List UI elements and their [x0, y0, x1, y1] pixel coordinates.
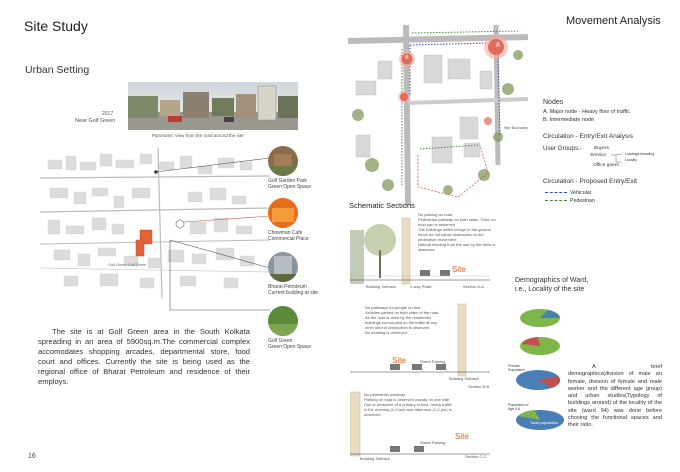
- user-groups-label: User Groups:-: [543, 145, 582, 152]
- node-a-desc: A. Major node - Heavy flow of traffic: [543, 109, 631, 115]
- panorama-caption: Panoramic View from the road around the …: [152, 133, 244, 138]
- section-b-site-label: Site: [392, 356, 406, 365]
- service-bracket: [611, 153, 623, 163]
- section-c-site-label: Site: [455, 432, 469, 441]
- demographic-label-2: Population of Age 0-6: [508, 403, 529, 411]
- proposed-heading: Circulation - Proposed Entry/Exit: [543, 178, 637, 185]
- panorama-place: Near Golf Green: [75, 118, 116, 124]
- section-b-label-2: Building Setback: [449, 376, 479, 381]
- section-a-caption: Section A-A: [463, 284, 484, 289]
- pedestrian-legend: Pedestrian: [545, 198, 595, 204]
- section-b-drawing: [350, 300, 500, 382]
- node-a-label: A: [495, 42, 501, 49]
- section-c-label-1: Street Parking: [420, 440, 446, 445]
- vehicular-legend: Vehicular: [545, 190, 591, 196]
- node-b-desc: B. Intermediate node: [543, 117, 595, 123]
- pedestrian-line-icon: [545, 200, 567, 202]
- page-title-right: Movement Analysis: [566, 15, 661, 27]
- demographic-label-3: Total population: [530, 420, 559, 425]
- sections-heading: Schematic Sections: [349, 201, 415, 210]
- demographics-description: A brief demographics(division of male an…: [568, 364, 662, 429]
- loading-label: Loading/Unloading: [625, 152, 655, 156]
- buyers-label: Buyers: [594, 146, 609, 151]
- section-a-label-1: Building Setback: [366, 284, 396, 289]
- section-b-label-1: Street Parking: [420, 359, 446, 364]
- urban-setting-heading: Urban Setting: [25, 64, 90, 76]
- nodes-heading: Nodes: [543, 99, 564, 106]
- circulation-heading: Circulation - Entry/Exit Analysis: [543, 133, 633, 140]
- demographics-charts: [508, 300, 568, 460]
- panorama-photo: [128, 82, 298, 130]
- page-number: 16: [28, 453, 36, 460]
- demographics-heading: Demographics of Ward, i.e., Locality of …: [515, 277, 589, 293]
- node-b-label: B: [405, 55, 409, 61]
- section-c-drawing: [349, 388, 500, 463]
- section-c-label-2: Building Setback: [360, 456, 390, 461]
- section-a-site-label: Site: [452, 265, 466, 274]
- panorama-year: 2017: [102, 111, 114, 117]
- locality-label: Locality: [625, 158, 637, 162]
- movement-map: [347, 24, 529, 206]
- section-a-drawing: [350, 210, 500, 292]
- section-b-caption: Section B-B: [468, 384, 490, 389]
- page-title-left: Site Study: [24, 18, 88, 34]
- movement-map-label: Site Boundary: [504, 126, 528, 130]
- callout-lines: [155, 157, 271, 311]
- urban-map-label: Golf Green Golf Green: [108, 263, 147, 267]
- vehicular-line-icon: [545, 192, 567, 194]
- service-label: Service: [590, 153, 606, 158]
- office-goers-label: Office goers: [593, 163, 619, 168]
- section-a-label-2: 2-way Road: [410, 284, 432, 289]
- chowman-cafe-photo: [268, 198, 298, 228]
- demographic-label-1: Female Population: [508, 364, 525, 372]
- golf-green-photo: [268, 306, 298, 336]
- golf-garden-park-photo: [268, 146, 298, 176]
- section-c-caption: Section C-C: [465, 454, 487, 459]
- bharat-petroleum-photo: [268, 252, 298, 282]
- urban-map: [39, 147, 271, 299]
- site-description: The site is at Golf Green area in the So…: [38, 327, 250, 387]
